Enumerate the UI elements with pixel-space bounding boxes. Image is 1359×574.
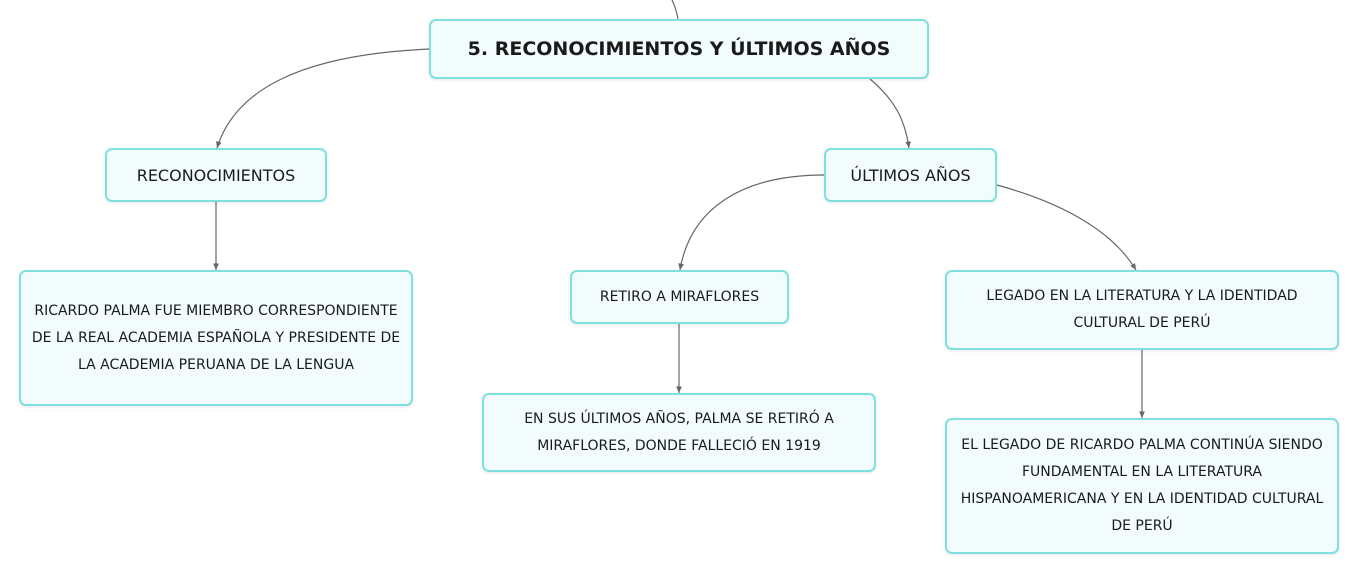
academia-detail-node[interactable]: RICARDO PALMA FUE MIEMBRO CORRESPONDIENT… [19,270,413,406]
ultimos-anos-label: ÚLTIMOS AÑOS [850,165,971,185]
reconocimientos-node[interactable]: RECONOCIMIENTOS [105,148,327,202]
connector-ultimos-to-legado [996,184,1137,271]
connector-parent-to-root [671,0,679,20]
reconocimientos-label: RECONOCIMIENTOS [136,165,296,185]
connector-root-to-reconocimientos [216,48,430,149]
legado-node[interactable]: LEGADO EN LA LITERATURA Y LA IDENTIDAD C… [945,270,1339,350]
connector-root-to-ultimos [869,78,911,149]
legado-label: LEGADO EN LA LITERATURA Y LA IDENTIDAD C… [986,288,1298,331]
legado-detail-text: EL LEGADO DE RICARDO PALMA CONTINÚA SIEN… [960,437,1324,534]
legado-detail-node[interactable]: EL LEGADO DE RICARDO PALMA CONTINÚA SIEN… [945,418,1339,554]
ultimos-anos-node[interactable]: ÚLTIMOS AÑOS [824,148,997,202]
retiro-miraflores-node[interactable]: RETIRO A MIRAFLORES [570,270,789,324]
root-topic-label: 5. RECONOCIMIENTOS Y ÚLTIMOS AÑOS [467,38,891,60]
retiro-miraflores-label: RETIRO A MIRAFLORES [599,288,760,305]
root-topic-node[interactable]: 5. RECONOCIMIENTOS Y ÚLTIMOS AÑOS [429,19,929,79]
miraflores-detail-text: EN SUS ÚLTIMOS AÑOS, PALMA SE RETIRÓ A M… [524,410,834,454]
miraflores-detail-node[interactable]: EN SUS ÚLTIMOS AÑOS, PALMA SE RETIRÓ A M… [482,393,876,472]
academia-detail-text: RICARDO PALMA FUE MIEMBRO CORRESPONDIENT… [31,302,401,373]
connector-ultimos-to-retiro [678,174,825,271]
